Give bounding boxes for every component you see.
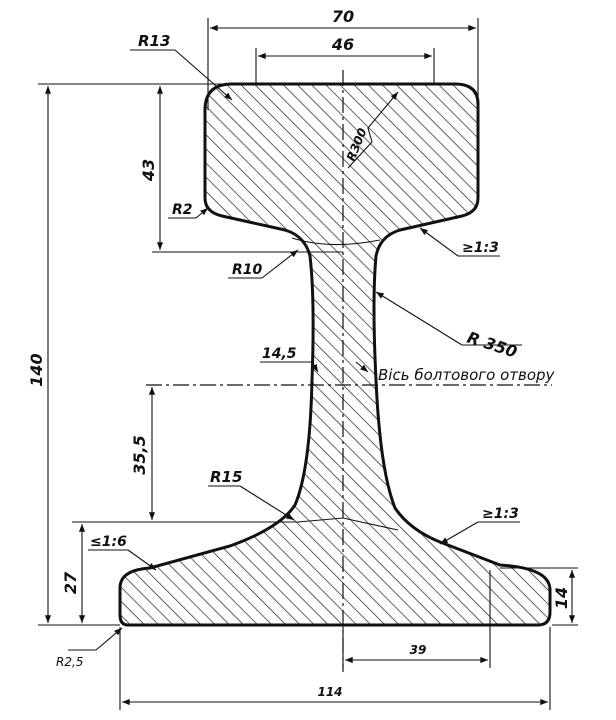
dimension-foot-half-width: 39 (342, 570, 491, 668)
web-foot-transition-line (297, 517, 399, 531)
slope-head-underside: ≥1:3 (419, 227, 500, 257)
radius-web-bottom-fillet: R15 (208, 468, 295, 521)
dimension-foot-height: 27 (61, 521, 146, 624)
slope-foot-right: ≥1:3 (439, 506, 520, 545)
dim-14-text: 14 (552, 587, 571, 609)
dimension-head-width: 70 (207, 7, 479, 110)
dim-140-text: 140 (27, 353, 46, 386)
r10-text: R10 (232, 262, 263, 278)
rail-profile (118, 82, 552, 627)
radius-foot-edge: R2,5 (56, 627, 123, 669)
radius-web-side: R 350 (375, 291, 522, 362)
slope-foot-right-text: ≥1:3 (482, 506, 519, 522)
dim-14-5-text: 14,5 (262, 346, 297, 362)
dimension-foot-edge-height: 14 (500, 567, 578, 626)
dimension-head-height: 43 (139, 86, 343, 253)
dimension-head-top-width: 46 (255, 35, 435, 84)
slope-head-text: ≥1:3 (462, 240, 499, 256)
web-head-transition-line (291, 237, 381, 246)
dim-70-text: 70 (332, 7, 354, 26)
dimension-total-height: 140 (27, 83, 232, 626)
dimension-foot-width: 114 (119, 627, 551, 710)
r2-text: R2 (172, 202, 193, 218)
dim-114-text: 114 (317, 685, 342, 699)
r15-text: R15 (210, 468, 242, 486)
dim-35-5-text: 35,5 (130, 435, 149, 474)
slope-foot-left: ≤1:6 (88, 534, 157, 571)
dim-27-text: 27 (61, 571, 80, 594)
radius-web-top-fillet: R10 (228, 249, 299, 279)
dimension-web-thickness: 14,5 (260, 346, 369, 373)
r13-text: R13 (138, 32, 170, 50)
r350-text: R 350 (465, 328, 520, 362)
dim-46-text: 46 (331, 35, 354, 54)
slope-foot-left-text: ≤1:6 (90, 534, 127, 550)
radius-head-fillet: R2 (168, 202, 209, 219)
dimension-bolt-hole-height: 35,5 (130, 387, 300, 523)
dim-39-text: 39 (410, 643, 427, 657)
r2-5-text: R2,5 (56, 655, 83, 669)
bolt-hole-axis-label: Вісь болтового отвору (378, 366, 556, 384)
dim-43-text: 43 (139, 159, 158, 182)
radius-head-corner: R13 (130, 32, 233, 101)
